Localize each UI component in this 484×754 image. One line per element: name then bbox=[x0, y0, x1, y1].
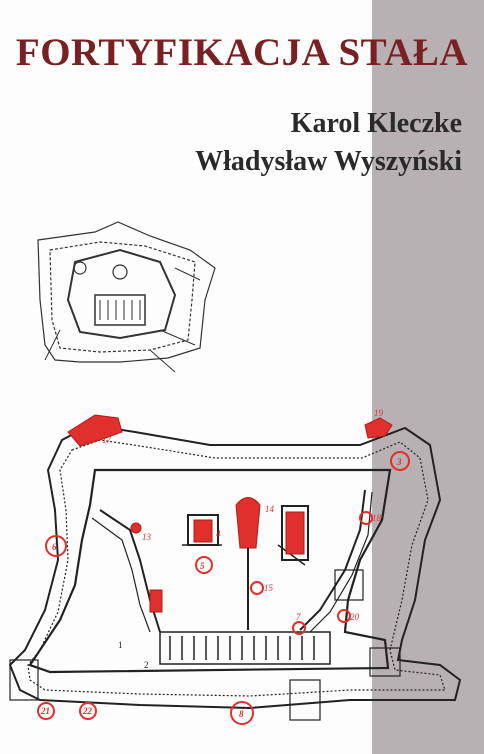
plan-label-5: 5 bbox=[200, 561, 205, 571]
plan-label-4: 4 bbox=[216, 529, 221, 539]
plan-label-18: 20 bbox=[85, 435, 95, 445]
right-gallery bbox=[299, 489, 366, 631]
plan-label-19: 19 bbox=[374, 408, 384, 418]
right-gallery-inner bbox=[309, 491, 373, 633]
plan-label-17: 17 bbox=[102, 435, 112, 445]
central-walls bbox=[182, 544, 306, 566]
plan-label-2: 2 bbox=[144, 660, 149, 670]
marker-circle-8 bbox=[230, 701, 254, 725]
highlight-central-tower bbox=[235, 497, 261, 549]
highlight-bastion-left bbox=[67, 414, 123, 447]
bastion-circle bbox=[112, 264, 128, 280]
marker-circle-15 bbox=[250, 581, 264, 595]
plan-label-1: 1 bbox=[118, 640, 123, 650]
outer-rampart bbox=[37, 221, 216, 363]
marker-circle-7 bbox=[292, 621, 306, 635]
plan-label-13: 13 bbox=[142, 532, 152, 542]
left-caponier bbox=[9, 659, 39, 701]
book-title: FORTYFIKACJA STAŁA bbox=[15, 31, 469, 74]
marker-circle-20 bbox=[337, 609, 351, 623]
bottom-gate bbox=[289, 679, 321, 721]
left-gallery bbox=[99, 509, 161, 633]
highlight-gallery bbox=[149, 589, 163, 613]
author-2: Władysław Wyszyński bbox=[195, 146, 462, 177]
highlight-block-left bbox=[193, 519, 213, 543]
plan-label-14: 14 bbox=[265, 504, 275, 514]
plan-label-20: 20 bbox=[350, 612, 360, 622]
plan-label-8: 8 bbox=[239, 709, 244, 719]
marker-circle-16 bbox=[359, 511, 373, 525]
barracks-casemates bbox=[169, 636, 315, 660]
highlight-node bbox=[130, 522, 142, 534]
barracks-cells bbox=[99, 300, 141, 320]
plan-label-22: 22 bbox=[82, 706, 93, 716]
marker-circle-22 bbox=[79, 702, 97, 720]
side-band bbox=[372, 0, 484, 754]
marker-circle-6 bbox=[45, 535, 67, 557]
marker-circle-3 bbox=[390, 451, 410, 471]
citadel-wall bbox=[66, 248, 177, 340]
outer-fortification bbox=[8, 423, 462, 710]
plan-label-7: 7 bbox=[296, 612, 301, 622]
plan-label-15: 15 bbox=[264, 583, 274, 593]
long-barracks bbox=[159, 631, 331, 665]
plan-label-16: 18 bbox=[372, 513, 382, 523]
central-block-right bbox=[281, 505, 309, 561]
approach-lines bbox=[44, 267, 201, 373]
highlight-bastion-right bbox=[364, 417, 393, 439]
author-1: Karol Kleczke bbox=[290, 108, 462, 139]
plan-label-21: 21 bbox=[40, 706, 50, 716]
marker-circle-21 bbox=[37, 702, 55, 720]
left-gallery-inner bbox=[91, 517, 151, 633]
inner-rampart bbox=[49, 241, 196, 353]
right-structure bbox=[334, 569, 364, 601]
plan-label-3: 3 bbox=[396, 457, 402, 467]
inner-enceinte bbox=[28, 468, 392, 674]
plan-label-6: 6 bbox=[52, 542, 57, 552]
barracks-block bbox=[94, 294, 146, 326]
highlight-block-right bbox=[285, 511, 305, 555]
covered-way bbox=[27, 439, 446, 697]
marker-circle-5 bbox=[195, 556, 213, 574]
right-caponier bbox=[369, 647, 401, 677]
bastion-circle bbox=[73, 261, 87, 275]
